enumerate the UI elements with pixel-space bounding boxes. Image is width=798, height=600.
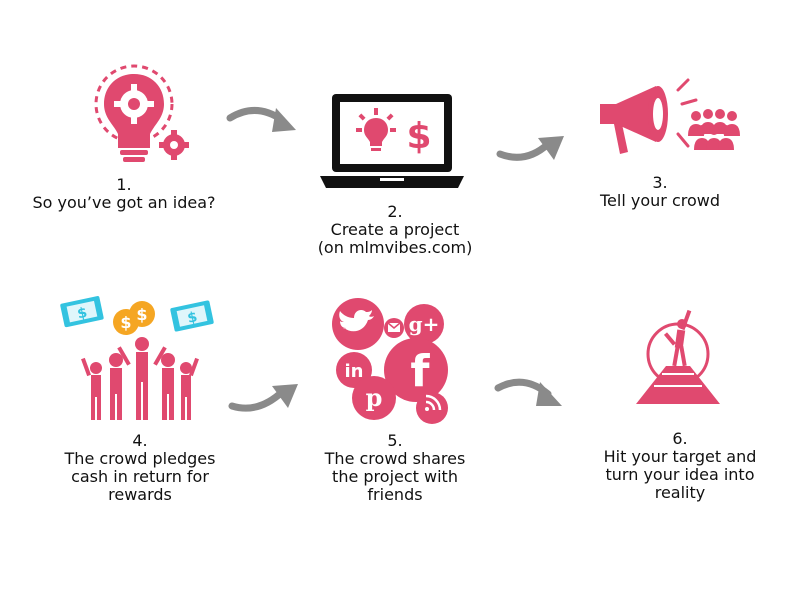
step-number: 6.: [672, 429, 688, 448]
lightbulb-gear-icon: [94, 64, 189, 162]
step-6-label: 6. Hit your target and turn your idea in…: [575, 430, 785, 502]
step-5-label: 5. The crowd shares the project with fri…: [290, 432, 500, 504]
svg-text:$: $: [76, 305, 89, 323]
step-3-label: 3. Tell your crowd: [560, 174, 760, 210]
step-text: turn your idea into: [605, 465, 755, 484]
step-text: Tell your crowd: [600, 191, 720, 210]
social-media-icon: g+ in f p: [332, 298, 448, 424]
step-text: So you’ve got an idea?: [32, 193, 216, 212]
step-number: 4.: [132, 431, 148, 450]
step-1-label: 1. So you’ve got an idea?: [24, 176, 224, 212]
arrow-right-icon: [494, 378, 562, 406]
svg-text:g+: g+: [409, 312, 440, 336]
step-text: Create a project: [330, 220, 460, 239]
step-number: 5.: [387, 431, 403, 450]
arrow-right-icon: [496, 136, 564, 161]
svg-text:$: $: [136, 305, 147, 324]
step-text: (on mlmvibes.com): [317, 238, 473, 257]
arrow-right-icon: [226, 107, 296, 132]
twitter-icon: [339, 310, 374, 332]
svg-text:p: p: [366, 383, 383, 412]
svg-text:$: $: [120, 313, 131, 332]
step-4-label: 4. The crowd pledges cash in return for …: [40, 432, 240, 504]
arrow-right-icon: [228, 384, 298, 412]
laptop-idea-dollar-icon: $: [320, 94, 464, 188]
mountain-summit-icon: [636, 309, 720, 404]
svg-text:$: $: [406, 116, 431, 157]
step-number: 2.: [387, 202, 403, 221]
step-text: rewards: [108, 485, 172, 504]
step-text: The crowd pledges: [64, 449, 216, 468]
svg-text:f: f: [410, 346, 430, 397]
megaphone-crowd-icon: [600, 78, 740, 154]
step-text: cash in return for: [71, 467, 209, 486]
step-text: The crowd shares: [324, 449, 466, 468]
step-number: 3.: [652, 173, 668, 192]
step-2-label: 2. Create a project (on mlmvibes.com): [290, 203, 500, 257]
svg-text:$: $: [186, 309, 199, 327]
step-text: reality: [654, 483, 706, 502]
step-text: the project with: [332, 467, 458, 486]
step-number: 1.: [116, 175, 132, 194]
step-text: friends: [367, 485, 423, 504]
crowd-cash-icon: $ $ $ $: [60, 296, 214, 420]
svg-text:in: in: [345, 361, 364, 382]
step-text: Hit your target and: [603, 447, 757, 466]
